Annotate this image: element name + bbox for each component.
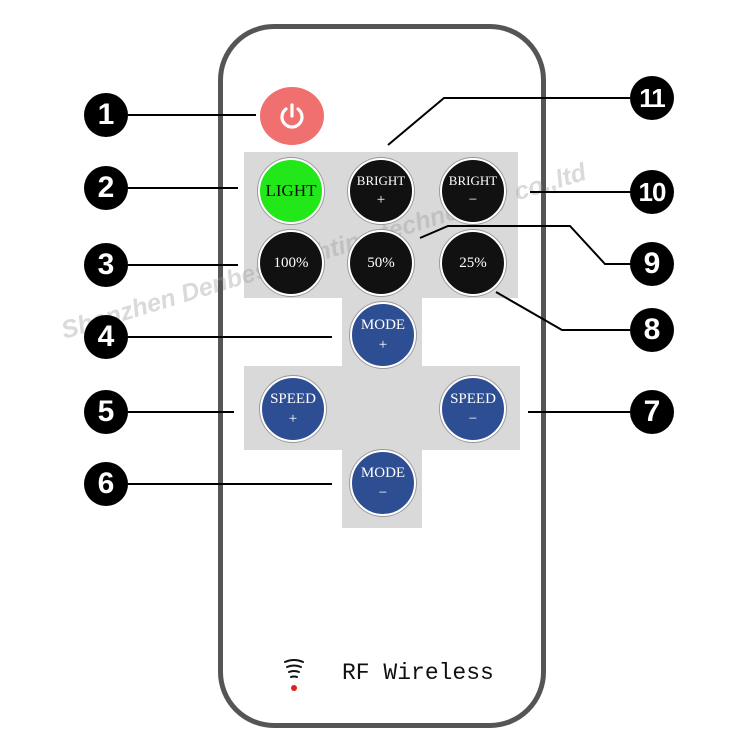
bright-minus-label: BRIGHT: [448, 172, 498, 188]
rf-wireless-label: RF Wireless: [342, 660, 494, 686]
mode-minus-button[interactable]: MODE −: [350, 450, 416, 516]
leader-line-8: [495, 291, 630, 331]
leader-line-9: [419, 225, 630, 265]
brightness-50-label: 50%: [367, 254, 395, 271]
speed-minus-label: SPEED: [450, 390, 496, 407]
speed-minus-button[interactable]: SPEED −: [440, 376, 506, 442]
callout-5: 5: [84, 390, 128, 434]
power-button[interactable]: [260, 87, 324, 145]
mode-minus-label: MODE: [360, 464, 406, 481]
bright-plus-sign: +: [376, 191, 386, 208]
brightness-50-button[interactable]: 50%: [348, 230, 414, 296]
callout-7: 7: [630, 390, 674, 434]
bright-plus-button[interactable]: BRIGHT +: [348, 158, 414, 224]
brightness-100-button[interactable]: 100%: [258, 230, 324, 296]
brightness-100-label: 100%: [273, 254, 309, 271]
speed-minus-sign: −: [468, 411, 478, 427]
mode-plus-button[interactable]: MODE +: [350, 302, 416, 368]
light-button-label: LIGHT: [265, 180, 317, 200]
bright-plus-label: BRIGHT: [356, 172, 406, 188]
callout-2: 2: [84, 166, 128, 210]
leader-line-11: [387, 97, 630, 146]
bright-minus-sign: −: [468, 191, 478, 208]
callout-6: 6: [84, 462, 128, 506]
power-icon: [280, 103, 304, 129]
mode-plus-sign: +: [378, 337, 388, 353]
bright-minus-button[interactable]: BRIGHT −: [440, 158, 506, 224]
mode-plus-label: MODE: [360, 316, 406, 333]
callout-1: 1: [84, 93, 128, 137]
brightness-25-label: 25%: [459, 254, 487, 271]
light-button[interactable]: LIGHT: [258, 158, 324, 224]
speed-plus-button[interactable]: SPEED +: [260, 376, 326, 442]
callout-8: 8: [630, 308, 674, 352]
rf-signal-icon: [284, 659, 304, 691]
brightness-25-button[interactable]: 25%: [440, 230, 506, 296]
speed-plus-label: SPEED: [270, 390, 316, 407]
callout-11: 11: [630, 76, 674, 120]
callout-10: 10: [630, 170, 674, 214]
callout-4: 4: [84, 315, 128, 359]
callout-9: 9: [630, 242, 674, 286]
mode-minus-sign: −: [378, 485, 388, 501]
callout-3: 3: [84, 243, 128, 287]
speed-plus-sign: +: [288, 411, 298, 427]
